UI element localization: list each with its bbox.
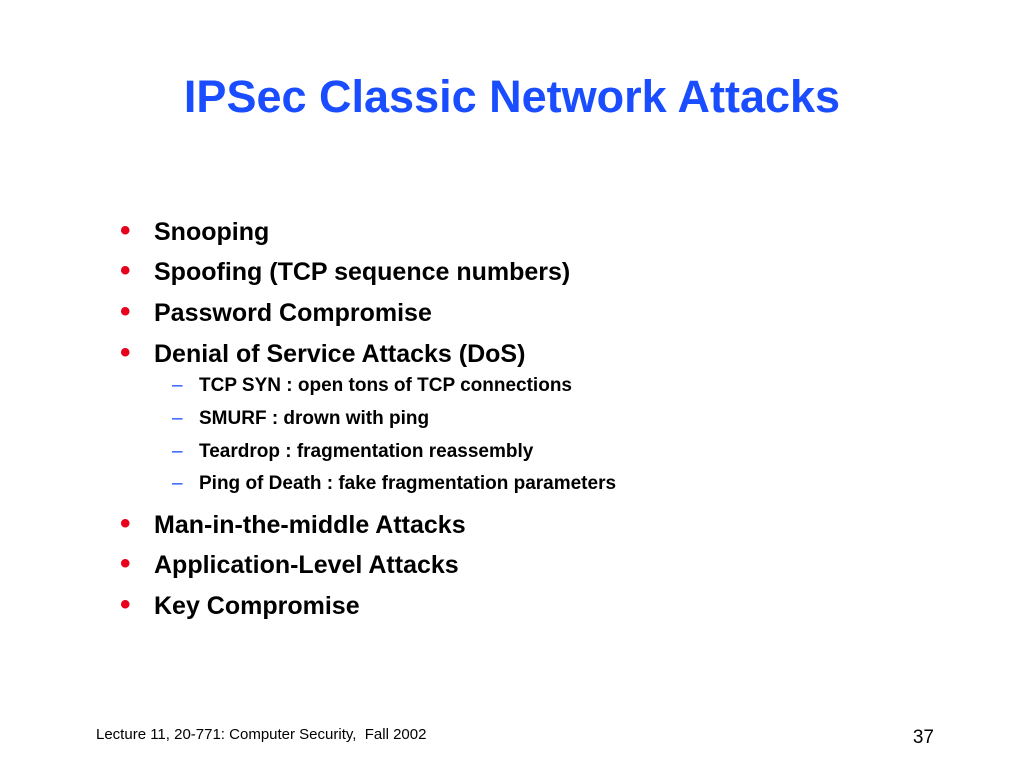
bullet-icon: • bbox=[120, 588, 131, 621]
bullet-item: • Password Compromise bbox=[120, 295, 432, 329]
bullet-icon: • bbox=[120, 547, 131, 580]
sub-bullet-item: – Ping of Death : fake fragmentation par… bbox=[172, 473, 616, 495]
sub-bullet-text: Ping of Death : fake fragmentation param… bbox=[199, 473, 617, 494]
bullet-text: Spoofing (TCP sequence numbers) bbox=[154, 258, 571, 286]
bullet-text: Key Compromise bbox=[154, 592, 360, 620]
dash-icon: – bbox=[172, 441, 183, 462]
bullet-item: • Key Compromise bbox=[120, 588, 360, 622]
bullet-icon: • bbox=[120, 295, 131, 328]
bullet-item: • Man-in-the-middle Attacks bbox=[120, 507, 466, 541]
dash-icon: – bbox=[172, 375, 183, 396]
bullet-item: • Denial of Service Attacks (DoS) bbox=[120, 336, 525, 370]
dash-icon: – bbox=[172, 408, 183, 429]
bullet-icon: • bbox=[120, 336, 131, 369]
bullet-text: Man-in-the-middle Attacks bbox=[154, 511, 466, 539]
dash-icon: – bbox=[172, 473, 183, 494]
bullet-text: Denial of Service Attacks (DoS) bbox=[154, 340, 526, 368]
bullet-text: Snooping bbox=[154, 218, 270, 246]
bullet-item: • Spoofing (TCP sequence numbers) bbox=[120, 254, 570, 288]
sub-bullet-text: Teardrop : fragmentation reassembly bbox=[199, 441, 534, 462]
bullet-icon: • bbox=[120, 254, 131, 287]
bullet-text: Application-Level Attacks bbox=[154, 551, 459, 579]
slide-number: 37 bbox=[912, 727, 934, 748]
bullet-icon: • bbox=[120, 507, 131, 540]
bullet-text: Password Compromise bbox=[154, 299, 432, 327]
sub-bullet-item: – Teardrop : fragmentation reassembly bbox=[172, 441, 533, 463]
sub-bullet-item: – TCP SYN : open tons of TCP connections bbox=[172, 375, 572, 397]
footer-text: Lecture 11, 20-771: Computer Security, F… bbox=[96, 726, 427, 743]
bullet-item: • Snooping bbox=[120, 214, 269, 248]
sub-bullet-item: – SMURF : drown with ping bbox=[172, 408, 429, 430]
bullet-icon: • bbox=[120, 214, 131, 247]
slide-title: IPSec Classic Network Attacks bbox=[183, 71, 841, 122]
bullet-item: • Application-Level Attacks bbox=[120, 547, 459, 581]
sub-bullet-text: SMURF : drown with ping bbox=[199, 408, 430, 429]
sub-bullet-text: TCP SYN : open tons of TCP connections bbox=[199, 375, 572, 396]
